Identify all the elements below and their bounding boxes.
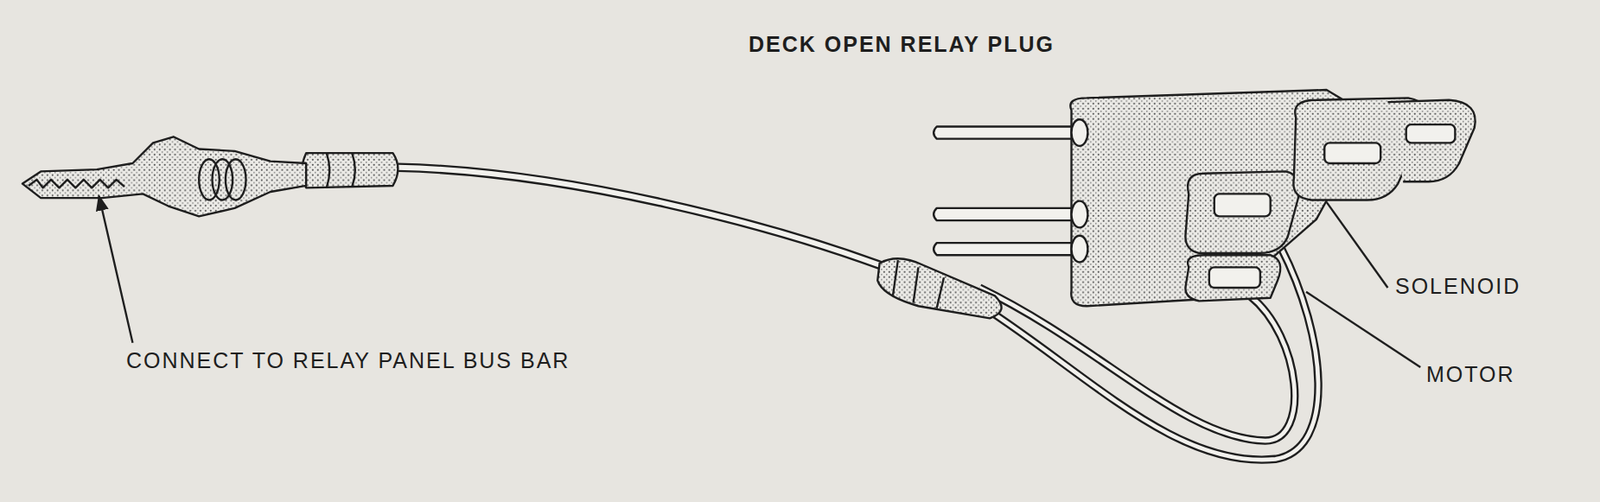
instruction-label: CONNECT TO RELAY PANEL BUS BAR: [126, 349, 570, 374]
part-label: SOLENOID: [1395, 274, 1521, 300]
plug-prong: [933, 208, 1084, 221]
leader-line: [1326, 202, 1389, 288]
clip-spring: [225, 159, 247, 200]
part-label: MOTOR: [1426, 363, 1516, 388]
alligator-clip: [22, 136, 306, 217]
socket-motor: [1185, 254, 1281, 301]
plug-prong: [933, 126, 1084, 139]
clip-teeth: [28, 179, 125, 188]
socket-slot: [1209, 267, 1261, 288]
wire-motor-outline: [979, 287, 1295, 441]
clip-spring: [198, 159, 220, 200]
part-title: DECK OPEN RELAY PLUG: [748, 32, 1055, 58]
prong-hole: [1071, 119, 1089, 147]
prong-hole: [1071, 235, 1089, 263]
wire-outline: [397, 167, 886, 268]
leader-line: [99, 196, 134, 344]
clip-sleeve: [301, 152, 398, 188]
socket-upper: [1387, 100, 1475, 182]
socket-slot: [1324, 142, 1381, 164]
wire-motor-fill: [979, 287, 1295, 441]
leader-line: [1306, 292, 1421, 368]
clip-spring: [212, 159, 234, 200]
socket-slot: [1214, 193, 1271, 217]
prong-hole: [1071, 201, 1089, 229]
sleeve-lines: [326, 152, 356, 188]
socket-solenoid: [1185, 171, 1300, 253]
plug-prong: [933, 242, 1084, 255]
socket-slot: [1406, 124, 1456, 143]
wire-fill: [397, 167, 886, 268]
tape-lines: [892, 260, 944, 308]
tape-wrap: [877, 258, 1001, 319]
